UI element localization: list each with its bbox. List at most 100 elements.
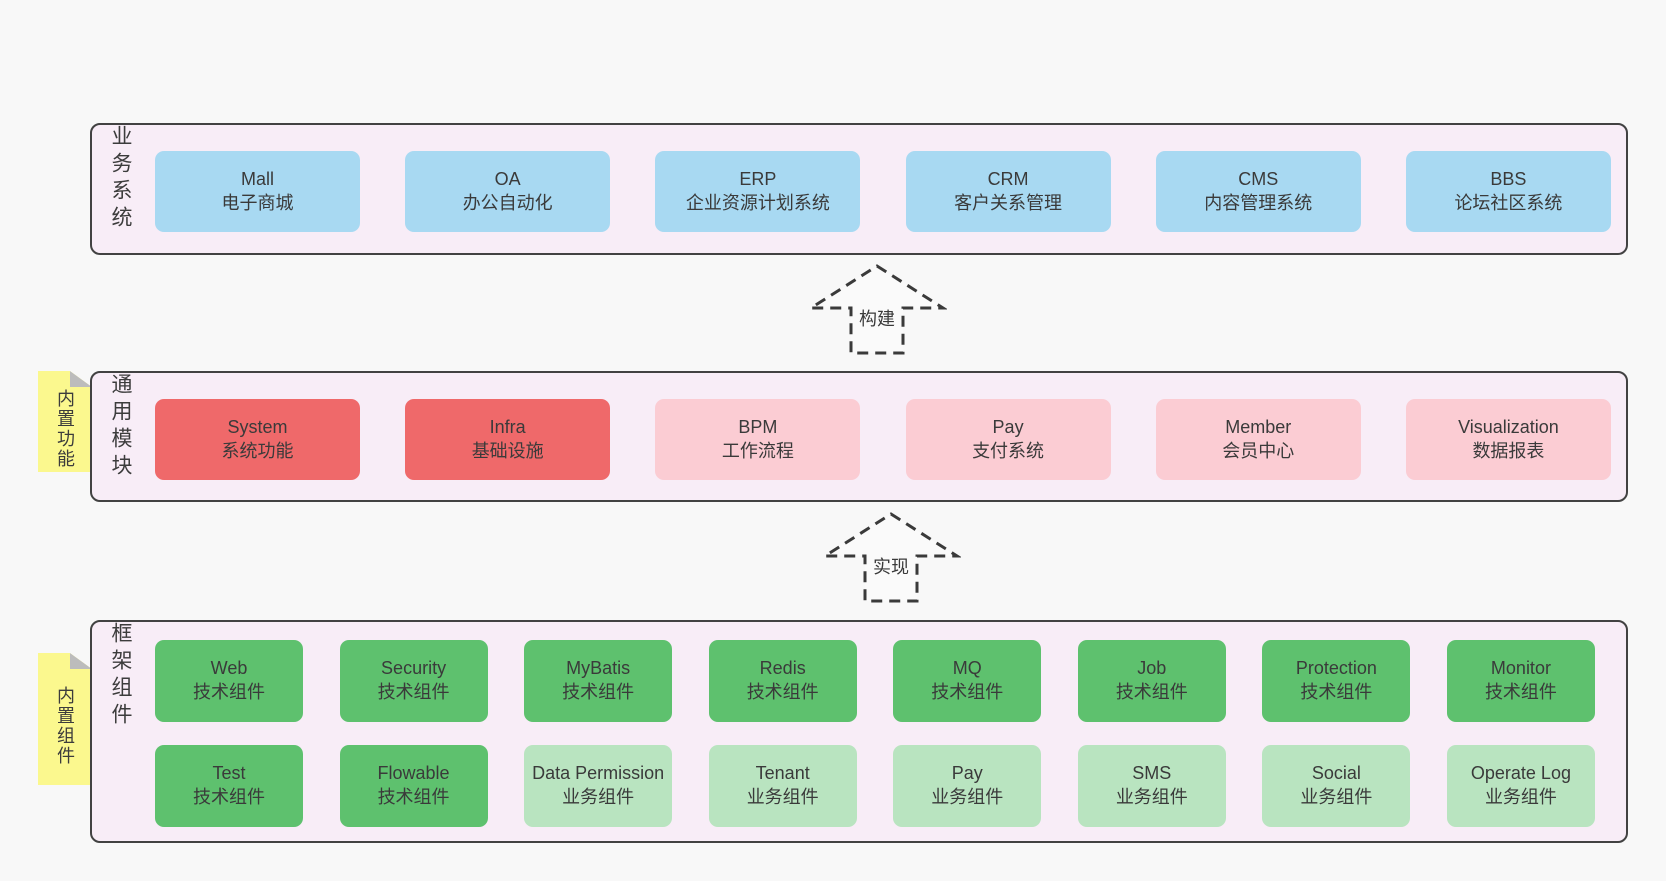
module-box-title: Pay [992, 416, 1024, 437]
module-box-title: Protection [1295, 658, 1377, 679]
module-box: Member 会员中心 [1155, 399, 1361, 480]
module-box-title: ERP [739, 168, 777, 189]
module-box-title: SMS [1132, 763, 1172, 784]
implement-arrow-icon: 实现 [821, 512, 961, 603]
module-box-title: Operate Log [1470, 763, 1571, 784]
module-box: Infra 基础设施 [405, 399, 611, 480]
module-box-title: OA [494, 168, 521, 189]
module-box-title: BBS [1490, 168, 1527, 189]
module-box-title: Redis [759, 658, 806, 679]
module-box-title: MQ [952, 658, 982, 679]
module-box: Social 业务组件 [1262, 745, 1411, 827]
module-box-title: Tenant [755, 763, 810, 784]
module-box-subtitle: 技术组件 [931, 682, 1004, 702]
module-box-subtitle: 技术组件 [562, 682, 635, 702]
sticky-note-built-in-features: 内置功能 [38, 371, 92, 472]
module-box-title: Member [1225, 416, 1292, 437]
module-box-subtitle: 论坛社区系统 [1454, 192, 1563, 213]
sticky-note-label: 内置组件 [55, 686, 75, 766]
build-arrow-icon: 构建 [807, 264, 947, 355]
module-box: Security 技术组件 [339, 640, 488, 722]
module-box-subtitle: 会员中心 [1222, 440, 1295, 461]
module-box: Operate Log 业务组件 [1446, 745, 1595, 827]
module-box: SMS 业务组件 [1077, 745, 1226, 827]
module-box: Job 技术组件 [1077, 640, 1226, 722]
module-box-title: Mall [240, 168, 274, 189]
module-box-subtitle: 企业资源计划系统 [685, 192, 830, 213]
module-box: Protection 技术组件 [1262, 640, 1411, 722]
module-box-subtitle: 技术组件 [1484, 682, 1557, 702]
module-box: Visualization 数据报表 [1405, 399, 1611, 480]
module-box-subtitle: 内容管理系统 [1204, 192, 1313, 213]
module-box-subtitle: 基础设施 [471, 440, 544, 461]
module-box-title: System [227, 416, 288, 437]
common-modules-panel: 通用模块 System 系统功能 Infra 基础设施 BPM 工作流程 Pay 支付系统 Me… [90, 371, 1628, 502]
module-box-subtitle: 技术组件 [193, 787, 265, 807]
module-box-subtitle: 技术组件 [377, 682, 450, 702]
module-box: OA 办公自动化 [405, 151, 611, 232]
module-box: BBS 论坛社区系统 [1405, 151, 1611, 232]
common-modules-row: System 系统功能 Infra 基础设施 BPM 工作流程 Pay 支付系统 Member 会… [155, 399, 1611, 480]
business-systems-row: Mall 电子商城 OA 办公自动化 ERP 企业资源计划系统 CRM 客户关系管理 CMS 内容… [155, 151, 1611, 232]
module-box: CMS 内容管理系统 [1155, 151, 1361, 232]
module-box: Web 技术组件 [155, 640, 303, 722]
build-arrow-label: 构建 [859, 309, 895, 329]
module-box-subtitle: 电子商城 [221, 192, 294, 213]
module-box-title: Job [1137, 658, 1167, 679]
module-box-title: MyBatis [566, 658, 631, 679]
module-box-title: Monitor [1490, 658, 1551, 679]
module-box-title: Visualization [1458, 416, 1559, 437]
module-box-subtitle: 技术组件 [746, 682, 819, 702]
module-box-title: BPM [738, 416, 778, 437]
module-box: MQ 技术组件 [893, 640, 1042, 722]
module-box-title: CMS [1238, 168, 1279, 189]
module-box-title: Social [1311, 763, 1361, 784]
module-box: Tenant 业务组件 [708, 745, 857, 827]
panel-label-framework-components: 框架组件 [109, 622, 132, 730]
business-systems-panel: 业务系统 Mall 电子商城 OA 办公自动化 ERP 企业资源计划系统 CRM 客户关系管理… [90, 123, 1628, 255]
module-box-subtitle: 技术组件 [377, 787, 450, 807]
module-box-subtitle: 业务组件 [1300, 787, 1373, 807]
module-box-subtitle: 数据报表 [1472, 440, 1545, 461]
sticky-note-label: 内置功能 [55, 388, 75, 469]
module-box-title: Security [381, 658, 447, 679]
module-box-title: Data Permission [532, 763, 665, 784]
module-box: Monitor 技术组件 [1446, 640, 1595, 722]
module-box-title: Web [210, 658, 248, 679]
module-box-title: Flowable [377, 763, 450, 784]
module-box-title: Infra [489, 416, 526, 437]
panel-label-common-modules: 通用模块 [109, 373, 132, 481]
module-box: Pay 支付系统 [905, 399, 1111, 480]
panel-label-business-systems: 业务系统 [109, 125, 132, 233]
module-box: Pay 业务组件 [893, 745, 1042, 827]
module-box-title: Test [212, 763, 246, 784]
module-box: Test 技术组件 [155, 745, 303, 827]
sticky-note-built-in-components: 内置组件 [38, 653, 92, 785]
module-box: System 系统功能 [155, 399, 360, 480]
module-box-subtitle: 业务组件 [1484, 787, 1557, 807]
module-box: ERP 企业资源计划系统 [655, 151, 861, 232]
module-box-subtitle: 技术组件 [1300, 682, 1373, 702]
module-box-subtitle: 技术组件 [1115, 682, 1188, 702]
module-box-subtitle: 业务组件 [931, 787, 1004, 807]
module-box-subtitle: 支付系统 [972, 440, 1045, 461]
module-box: Mall 电子商城 [155, 151, 360, 232]
module-box-subtitle: 工作流程 [721, 440, 794, 461]
module-box: Flowable 技术组件 [339, 745, 488, 827]
module-box-title: CRM [987, 168, 1029, 189]
module-box: Redis 技术组件 [708, 640, 857, 722]
module-box-subtitle: 业务组件 [1115, 787, 1188, 807]
module-box-subtitle: 技术组件 [193, 682, 265, 702]
implement-arrow-label: 实现 [873, 557, 909, 577]
module-box-subtitle: 业务组件 [746, 787, 819, 807]
module-box-subtitle: 办公自动化 [462, 192, 553, 213]
module-box-title: Pay [951, 763, 983, 784]
module-box: CRM 客户关系管理 [905, 151, 1111, 232]
module-box-subtitle: 系统功能 [221, 440, 294, 461]
module-box: BPM 工作流程 [655, 399, 861, 480]
module-box-subtitle: 客户关系管理 [954, 192, 1063, 213]
